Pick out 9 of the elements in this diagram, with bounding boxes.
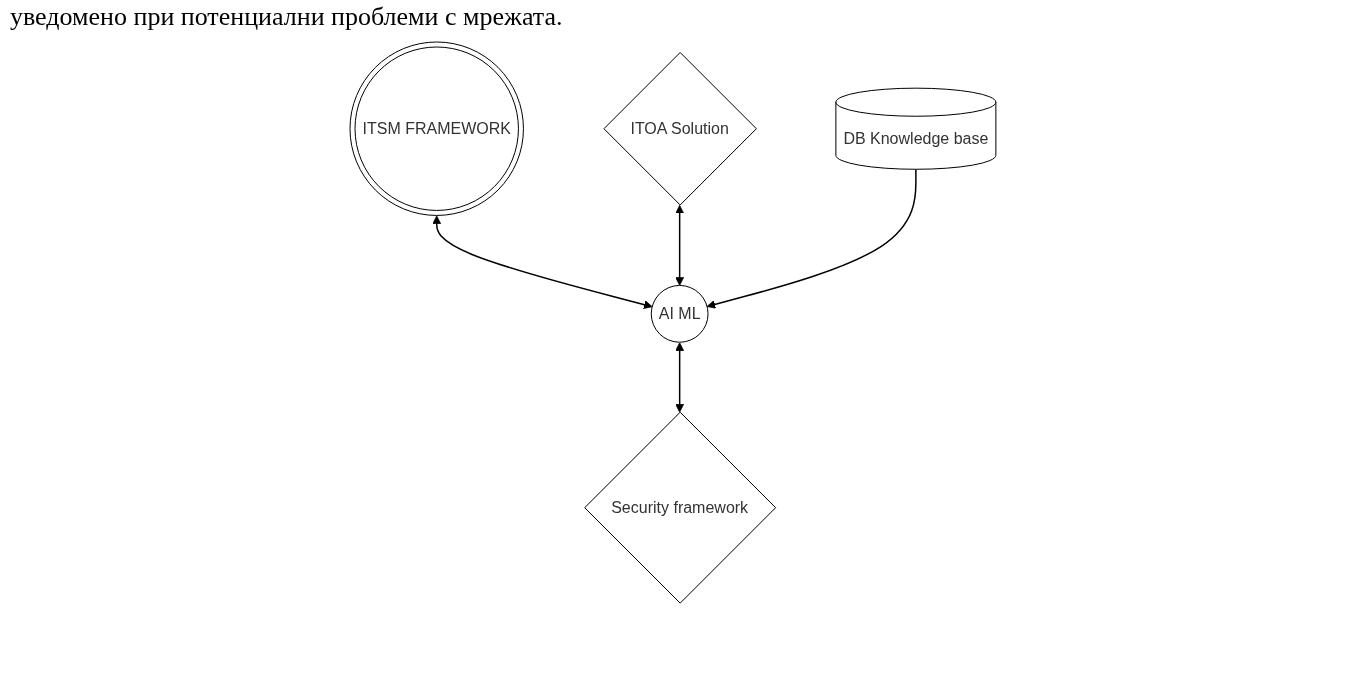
body-text: уведомено при потенциални проблеми с мрежата. bbox=[10, 1, 564, 33]
arrow bbox=[675, 342, 685, 413]
node-circle: AI ML bbox=[650, 284, 709, 343]
node-diamond: Security framework bbox=[584, 411, 777, 604]
arrow bbox=[432, 215, 653, 309]
node-diamond: ITOA Solution bbox=[603, 52, 757, 206]
arrow bbox=[706, 168, 917, 309]
node-circle: ITSM FRAMEWORK bbox=[349, 41, 524, 216]
arrow bbox=[675, 204, 685, 286]
